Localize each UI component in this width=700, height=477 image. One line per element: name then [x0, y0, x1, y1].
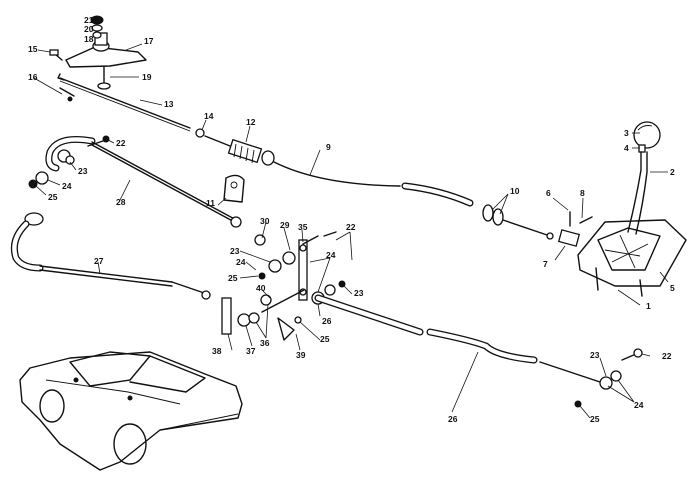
label-19: 19 — [142, 72, 152, 82]
label-21: 21 — [84, 15, 94, 25]
shift-rod-26 — [314, 294, 643, 408]
label-24-right: 24 — [634, 400, 644, 410]
label-24-center-right: 24 — [326, 250, 336, 260]
label-25-center-right: 25 — [320, 334, 330, 344]
upper-bracket-assembly — [49, 15, 147, 102]
label-23-right: 23 — [590, 350, 600, 360]
clip-11 — [223, 174, 245, 203]
label-25-right: 25 — [590, 414, 600, 424]
label-10: 10 — [510, 186, 520, 196]
part-number-labels: 1 2 3 4 5 6 7 8 9 10 11 12 13 14 15 16 1… — [28, 15, 675, 424]
label-6: 6 — [546, 188, 551, 198]
label-38: 38 — [212, 346, 222, 356]
label-7: 7 — [543, 259, 548, 269]
label-36: 36 — [260, 338, 270, 348]
label-23-center-left: 23 — [230, 246, 240, 256]
shift-rod-28 — [28, 135, 266, 246]
label-3: 3 — [624, 128, 629, 138]
label-13: 13 — [164, 99, 174, 109]
upper-rod-13 — [59, 77, 205, 138]
label-11: 11 — [206, 198, 215, 208]
shift-rod-27 — [10, 212, 211, 300]
label-20: 20 — [84, 24, 94, 34]
label-39: 39 — [296, 350, 306, 360]
label-22-lower-right: 22 — [662, 351, 672, 361]
gear-cable-9 — [204, 135, 554, 240]
label-18: 18 — [84, 34, 94, 44]
label-9: 9 — [326, 142, 331, 152]
leader-lines — [33, 43, 669, 419]
label-30: 30 — [260, 216, 270, 226]
gear-lever-assembly — [557, 121, 687, 297]
label-28: 28 — [116, 197, 126, 207]
label-40: 40 — [256, 283, 266, 293]
car-location-illustration — [19, 351, 243, 471]
label-15: 15 — [28, 44, 38, 54]
label-23-center-right: 23 — [354, 288, 364, 298]
label-25-left: 25 — [48, 192, 58, 202]
label-26-center: 26 — [322, 316, 332, 326]
label-24-center-left: 24 — [236, 257, 246, 267]
label-5: 5 — [670, 283, 675, 293]
label-4: 4 — [624, 143, 629, 153]
label-37: 37 — [246, 346, 256, 356]
label-22-upper-left: 22 — [116, 138, 126, 148]
label-27: 27 — [94, 256, 104, 266]
label-12: 12 — [246, 117, 256, 127]
label-25-center-left: 25 — [228, 273, 238, 283]
label-16: 16 — [28, 72, 38, 82]
center-linkage-assembly — [221, 231, 346, 341]
label-35: 35 — [298, 222, 308, 232]
label-29: 29 — [280, 220, 290, 230]
label-26-lower: 26 — [448, 414, 458, 424]
label-2: 2 — [670, 167, 675, 177]
label-8: 8 — [580, 188, 585, 198]
label-14: 14 — [204, 111, 214, 121]
label-1: 1 — [646, 301, 651, 311]
label-22-center: 22 — [346, 222, 356, 232]
label-17: 17 — [144, 36, 154, 46]
label-24-left: 24 — [62, 181, 72, 191]
label-23-left: 23 — [78, 166, 88, 176]
